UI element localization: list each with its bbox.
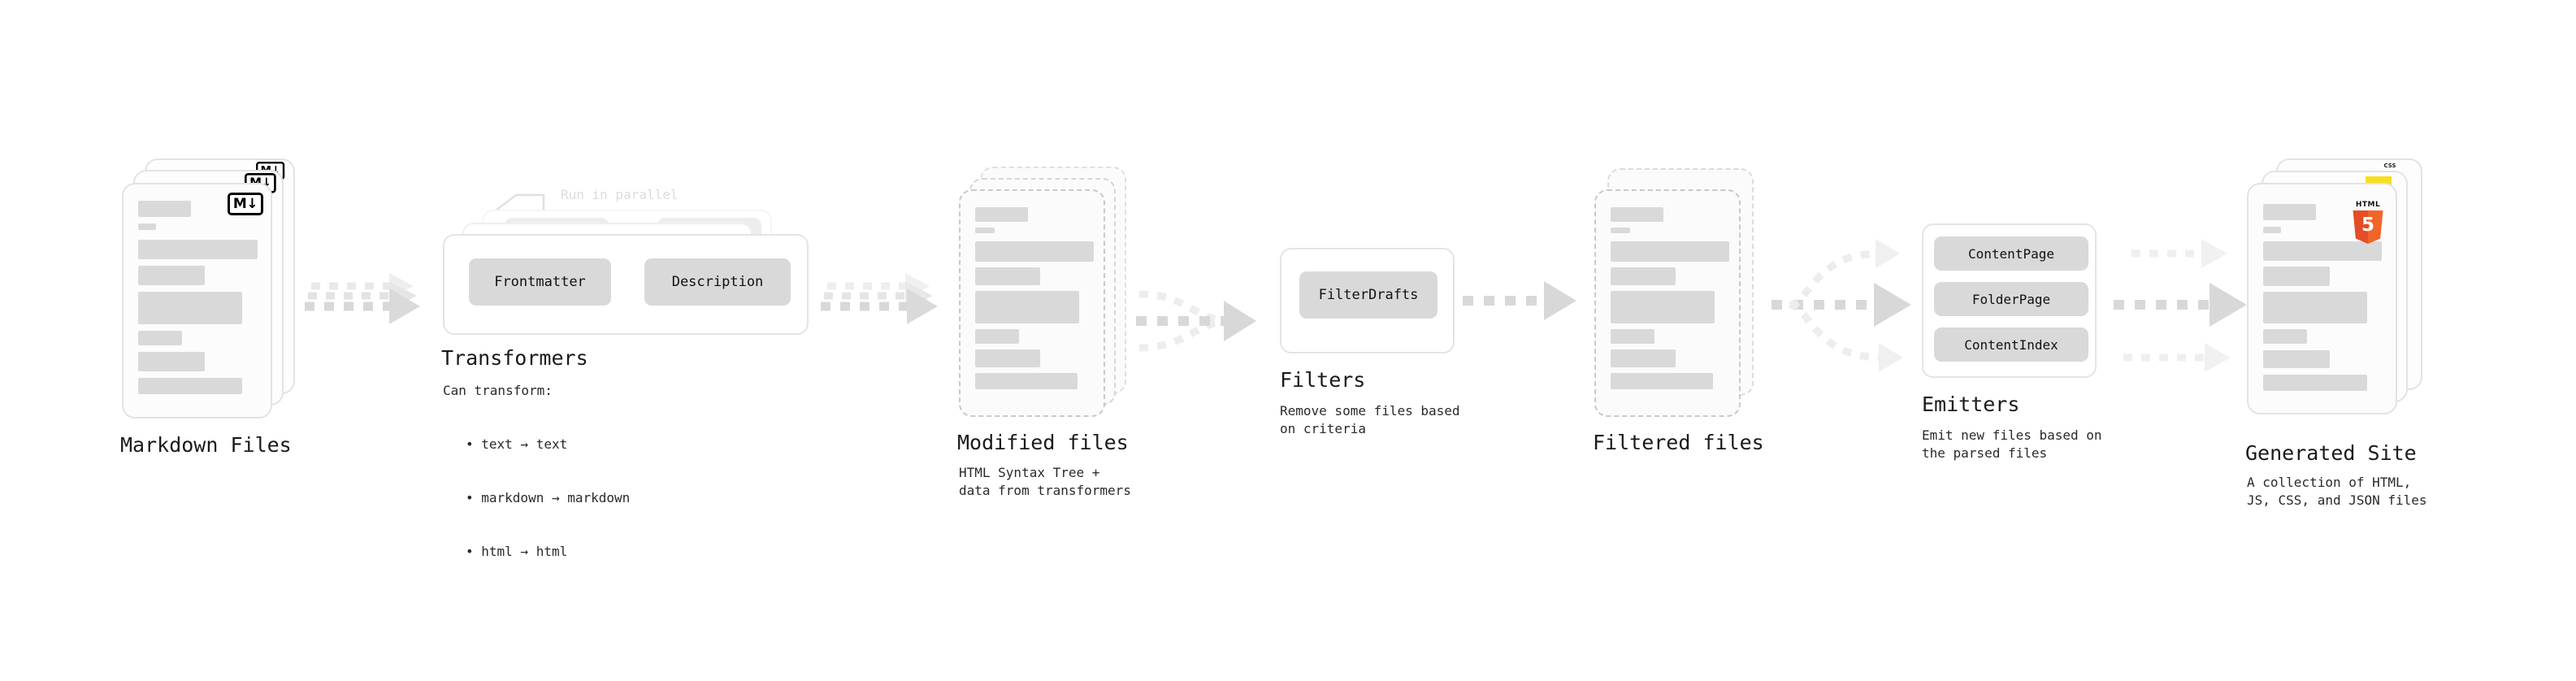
transformers-title: Transformers xyxy=(441,346,588,370)
connector-modified-to-filters xyxy=(1136,290,1256,352)
filters-title: Filters xyxy=(1280,368,1366,392)
connector-emitters-to-site xyxy=(2114,239,2247,372)
connector-transformers-to-modified xyxy=(821,273,938,324)
skeleton-bar xyxy=(975,349,1040,367)
transformer-bullet: • markdown → markdown xyxy=(466,490,631,505)
generated-site-subtitle: A collection of HTML, JS, CSS, and JSON … xyxy=(2247,475,2427,508)
markdown-badge: M↓ xyxy=(228,193,263,215)
skeleton-bar xyxy=(975,207,1028,222)
filters-group: FilterDrafts xyxy=(1280,248,1455,354)
filtered-files-title: Filtered files xyxy=(1593,431,1764,454)
skeleton-bar xyxy=(138,378,242,394)
html5-shield-shape xyxy=(2353,210,2383,244)
skeleton-bar xyxy=(2263,204,2316,220)
html5-badge-digit: 5 xyxy=(2361,215,2374,236)
skeleton-bar xyxy=(975,241,1094,262)
skeleton-bar xyxy=(1611,349,1676,367)
run-in-parallel-label: Run in parallel xyxy=(561,187,679,202)
skeleton-bar xyxy=(1611,267,1676,285)
skeleton-bar xyxy=(975,329,1019,344)
markdown-badge-text: M↓ xyxy=(232,195,258,212)
connector-filters-to-filtered xyxy=(1463,281,1576,320)
generated-site-stack: CSS HTML 5 xyxy=(2247,158,2434,435)
connector-filtered-to-emitters xyxy=(1772,239,1911,372)
filtered-card-front xyxy=(1594,189,1741,417)
emitter-pill-contentindex[interactable]: ContentIndex xyxy=(1934,327,2088,362)
filtered-file-stack xyxy=(1594,167,1773,427)
skeleton-bar xyxy=(2263,227,2281,233)
skeleton-bar xyxy=(2263,241,2382,261)
stage-markdown-files: M↓ M↓ M↓ Markdown Files xyxy=(120,158,301,457)
emitter-pill-folderpage[interactable]: FolderPage xyxy=(1934,282,2088,316)
modified-files-subtitle: HTML Syntax Tree + data from transformer… xyxy=(959,465,1131,498)
skeleton-bar xyxy=(138,331,182,345)
html5-badge-icon: HTML 5 xyxy=(2351,202,2385,244)
connector-markdown-to-transformers xyxy=(305,273,420,324)
emitters-group: ContentPage FolderPage ContentIndex xyxy=(1922,223,2097,378)
emitter-pill-contentpage[interactable]: ContentPage xyxy=(1934,236,2088,271)
css-badge-label: CSS xyxy=(2383,163,2396,169)
skeleton-bar xyxy=(1611,373,1713,389)
transformer-group-front: Frontmatter Description xyxy=(443,234,809,335)
stage-filtered-files: Filtered files xyxy=(1593,167,1773,454)
transformers-bullets: • text → text • markdown → markdown • ht… xyxy=(454,400,630,596)
skeleton-bar xyxy=(138,266,205,285)
transformer-pill-frontmatter[interactable]: Frontmatter xyxy=(469,258,611,306)
transformer-bullet: • html → html xyxy=(466,544,568,559)
skeleton-bar xyxy=(1611,241,1729,262)
html5-badge-label: HTML xyxy=(2355,201,2381,209)
skeleton-bar xyxy=(2263,267,2330,286)
skeleton-bar xyxy=(138,352,205,371)
filters-subtitle: Remove some files based on criteria xyxy=(1280,403,1460,436)
transformers-intro: Can transform: xyxy=(443,383,553,398)
filter-pill-filterdrafts[interactable]: FilterDrafts xyxy=(1299,271,1438,319)
emitters-subtitle: Emit new files based on the parsed files xyxy=(1922,427,2102,461)
skeleton-bar xyxy=(1611,329,1654,344)
skeleton-bar xyxy=(138,223,156,230)
skeleton-bar xyxy=(138,240,258,259)
skeleton-bar xyxy=(2263,329,2307,344)
transformer-bullet: • text → text xyxy=(466,436,568,452)
stage-generated-site: CSS HTML 5 Generated Site A collection xyxy=(2245,158,2434,508)
skeleton-bar xyxy=(1611,228,1630,233)
modified-card-front xyxy=(959,189,1105,417)
skeleton-bar xyxy=(2263,375,2367,391)
markdown-card-front xyxy=(122,183,272,419)
markdown-file-stack: M↓ M↓ M↓ xyxy=(122,158,301,427)
skeleton-bar xyxy=(2263,350,2330,368)
skeleton-bar xyxy=(138,201,191,217)
skeleton-bar xyxy=(1611,207,1663,222)
generated-site-title: Generated Site xyxy=(2245,441,2417,465)
skeleton-bar xyxy=(138,292,242,324)
skeleton-bar xyxy=(975,373,1078,389)
skeleton-bar xyxy=(1611,291,1715,323)
skeleton-bar xyxy=(975,267,1040,285)
markdown-files-title: Markdown Files xyxy=(120,433,292,457)
skeleton-bar xyxy=(2263,292,2367,323)
stage-modified-files: Modified files HTML Syntax Tree + data f… xyxy=(957,167,1138,498)
skeleton-bar xyxy=(975,291,1079,323)
emitters-title: Emitters xyxy=(1922,393,2020,416)
skeleton-bar xyxy=(975,228,995,233)
modified-file-stack xyxy=(959,167,1138,427)
transformer-pill-description[interactable]: Description xyxy=(644,258,791,306)
modified-files-title: Modified files xyxy=(957,431,1129,454)
